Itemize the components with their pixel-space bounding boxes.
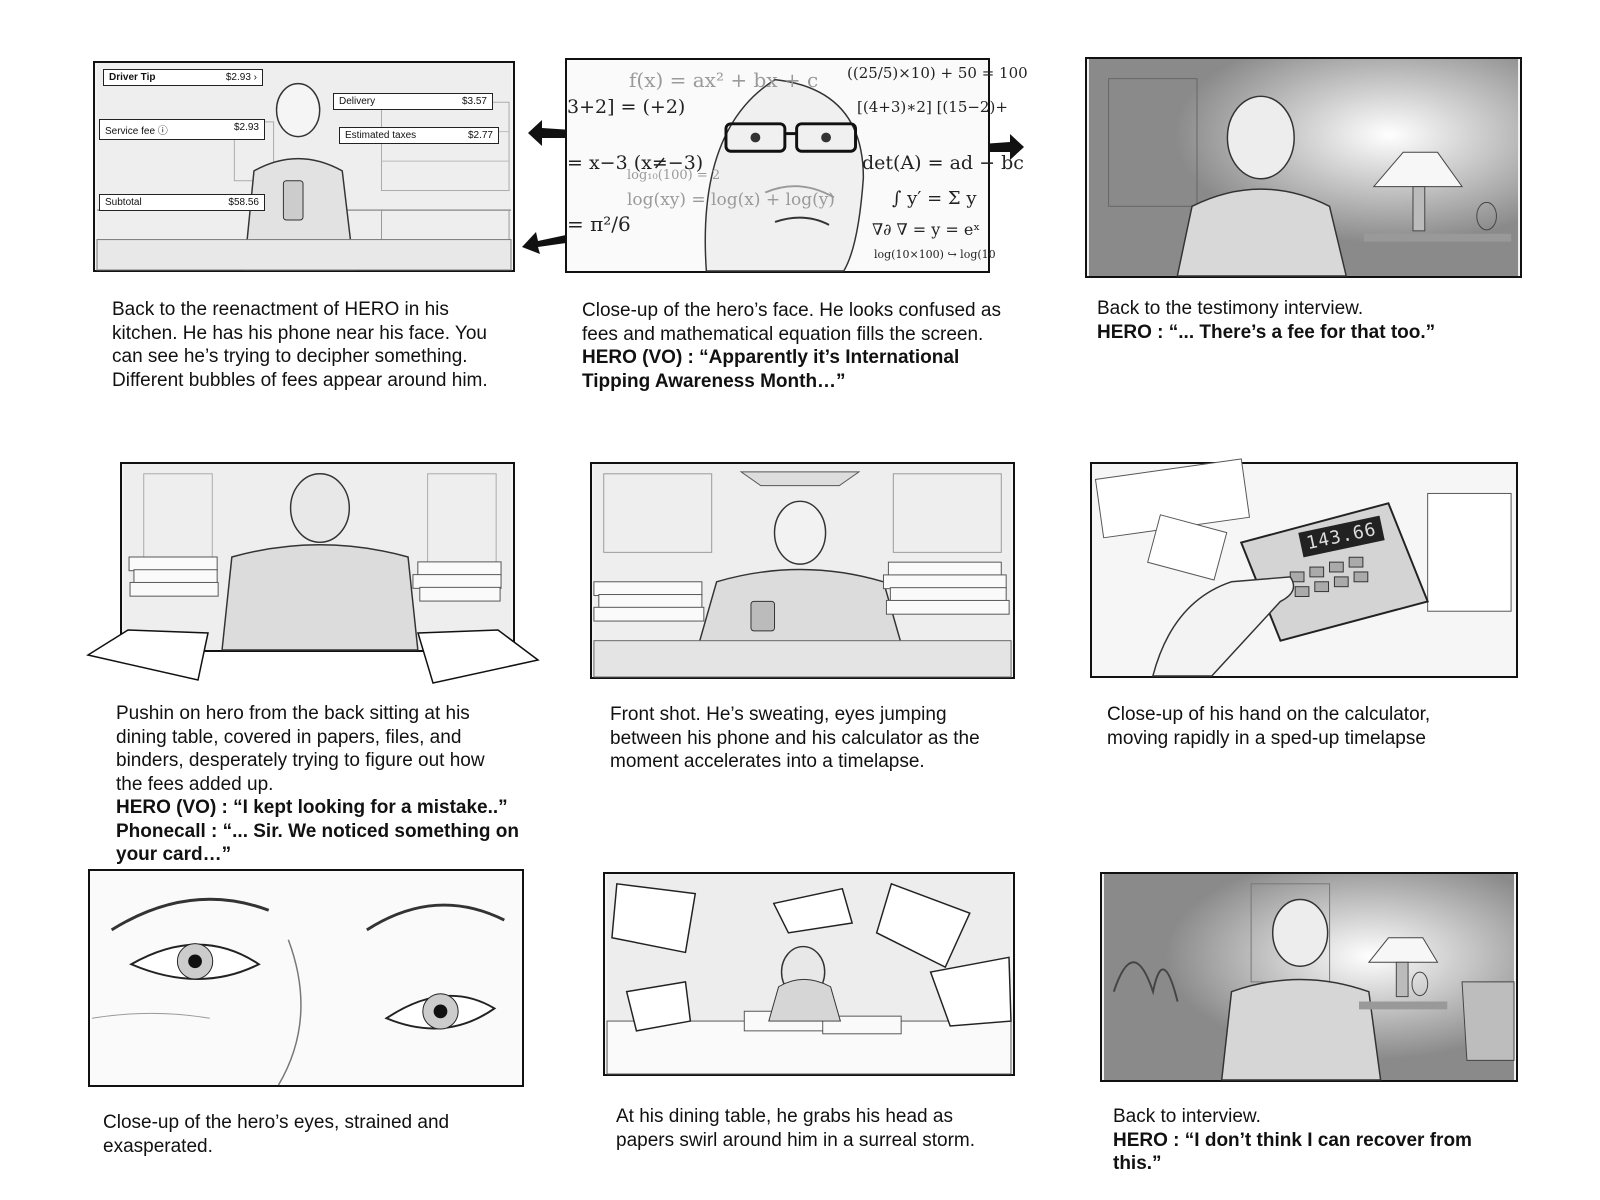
caption-description: Close-up of the hero’s eyes, strained an…	[103, 1112, 450, 1157]
panel-7-eyes	[88, 869, 524, 1087]
caption-panel-6: Close-up of his hand on the calculator, …	[1107, 703, 1487, 750]
equation-text: [(4+3)∗2] [(15−2)+	[857, 98, 1008, 116]
caption-description: Close-up of his hand on the calculator, …	[1107, 704, 1431, 749]
caption-panel-4: Pushin on hero from the back sitting at …	[116, 702, 526, 867]
caption-panel-9: Back to interview. HERO : “I don’t think…	[1113, 1105, 1493, 1176]
caption-description: At his dining table, he grabs his head a…	[616, 1106, 976, 1151]
equation-text: ∫ y′ = Σ y	[892, 188, 977, 209]
caption-panel-3: Back to the testimony interview. HERO : …	[1097, 297, 1517, 344]
fee-bubble-delivery: Delivery$3.57	[333, 93, 493, 110]
dialogue-line: HERO (VO) : “I kept looking for a mistak…	[116, 797, 508, 818]
face-closeup-sketch	[704, 78, 865, 272]
panel-9-interview	[1100, 872, 1518, 1082]
equation-text: ((25/5)×10) + 50 = 100	[847, 64, 1028, 82]
fee-bubble-driver-tip: Driver Tip$2.93 ›	[103, 69, 263, 86]
fee-bubble-service-fee: Service fee ⓘ$2.93	[99, 119, 265, 140]
caption-description: Back to interview.	[1113, 1106, 1261, 1127]
equation-text: log₁₀(100) = 2	[627, 168, 721, 183]
dialogue-line: Phonecall : “... Sir. We noticed somethi…	[116, 820, 519, 866]
equation-text: = π²/6	[567, 212, 631, 236]
equation-text: det(A) = ad − bc	[862, 152, 1024, 174]
equation-text: 3+2] = (+2)	[567, 96, 686, 118]
caption-description: Pushin on hero from the back sitting at …	[116, 703, 485, 795]
calculator-sketch	[1094, 458, 1512, 677]
foreground-papers	[86, 629, 540, 684]
caption-panel-7: Close-up of the hero’s eyes, strained an…	[103, 1111, 503, 1158]
panel-3-interview	[1085, 57, 1522, 278]
equation-text: ∇∂ ∇ = y = eˣ	[872, 220, 981, 239]
caption-description: Back to the testimony interview.	[1097, 298, 1364, 319]
dialogue-line: HERO : “I don’t think I can recover from…	[1113, 1129, 1472, 1175]
caption-panel-8: At his dining table, he grabs his head a…	[616, 1105, 1016, 1152]
caption-panel-1: Back to the reenactment of HERO in his k…	[112, 298, 517, 392]
eyes-closeup-sketch	[91, 897, 505, 1086]
dialogue-line: HERO (VO) : “Apparently it’s Internation…	[582, 347, 960, 392]
arrow-left-lower-icon	[522, 232, 566, 254]
fee-bubble-subtotal: Subtotal$58.56	[99, 194, 265, 211]
equation-text: f(x) = ax² + bx + c	[629, 68, 819, 92]
arrow-right-icon	[982, 134, 1024, 160]
paper-storm-sketch	[606, 874, 1012, 1075]
interview-sketch-2	[1103, 874, 1515, 1081]
panel-6-calculator: 143.66	[1090, 458, 1518, 678]
panel-4-back-shot	[120, 462, 515, 652]
arrow-left-upper-icon	[528, 120, 572, 146]
fee-bubble-estimated-taxes: Estimated taxes$2.77	[339, 127, 499, 144]
panel-1-kitchen: Driver Tip$2.93 › Delivery$3.57 Service …	[93, 61, 515, 272]
caption-description: Back to the reenactment of HERO in his k…	[112, 299, 488, 391]
equation-text: log(xy) = log(x) + log(y)	[627, 190, 835, 210]
panel-8-paper-storm	[603, 872, 1015, 1076]
equation-text: log(10×100) ↪ log(10	[874, 248, 996, 261]
front-shot-sketch	[593, 464, 1012, 678]
interview-sketch	[1088, 59, 1519, 277]
panel-5-front-shot	[590, 462, 1015, 679]
caption-panel-5: Front shot. He’s sweating, eyes jumping …	[610, 703, 1010, 774]
panel-2-equations: f(x) = ax² + bx + c ((25/5)×10) + 50 = 1…	[565, 58, 1028, 273]
dialogue-line: HERO : “... There’s a fee for that too.”	[1097, 321, 1436, 343]
caption-panel-2: Close-up of the hero’s face. He looks co…	[582, 299, 1002, 393]
back-shot-sketch	[124, 464, 511, 651]
equation-text: = x−3 (x≠−3)	[567, 152, 704, 174]
caption-description: Close-up of the hero’s face. He looks co…	[582, 300, 1001, 345]
caption-description: Front shot. He’s sweating, eyes jumping …	[610, 704, 980, 772]
